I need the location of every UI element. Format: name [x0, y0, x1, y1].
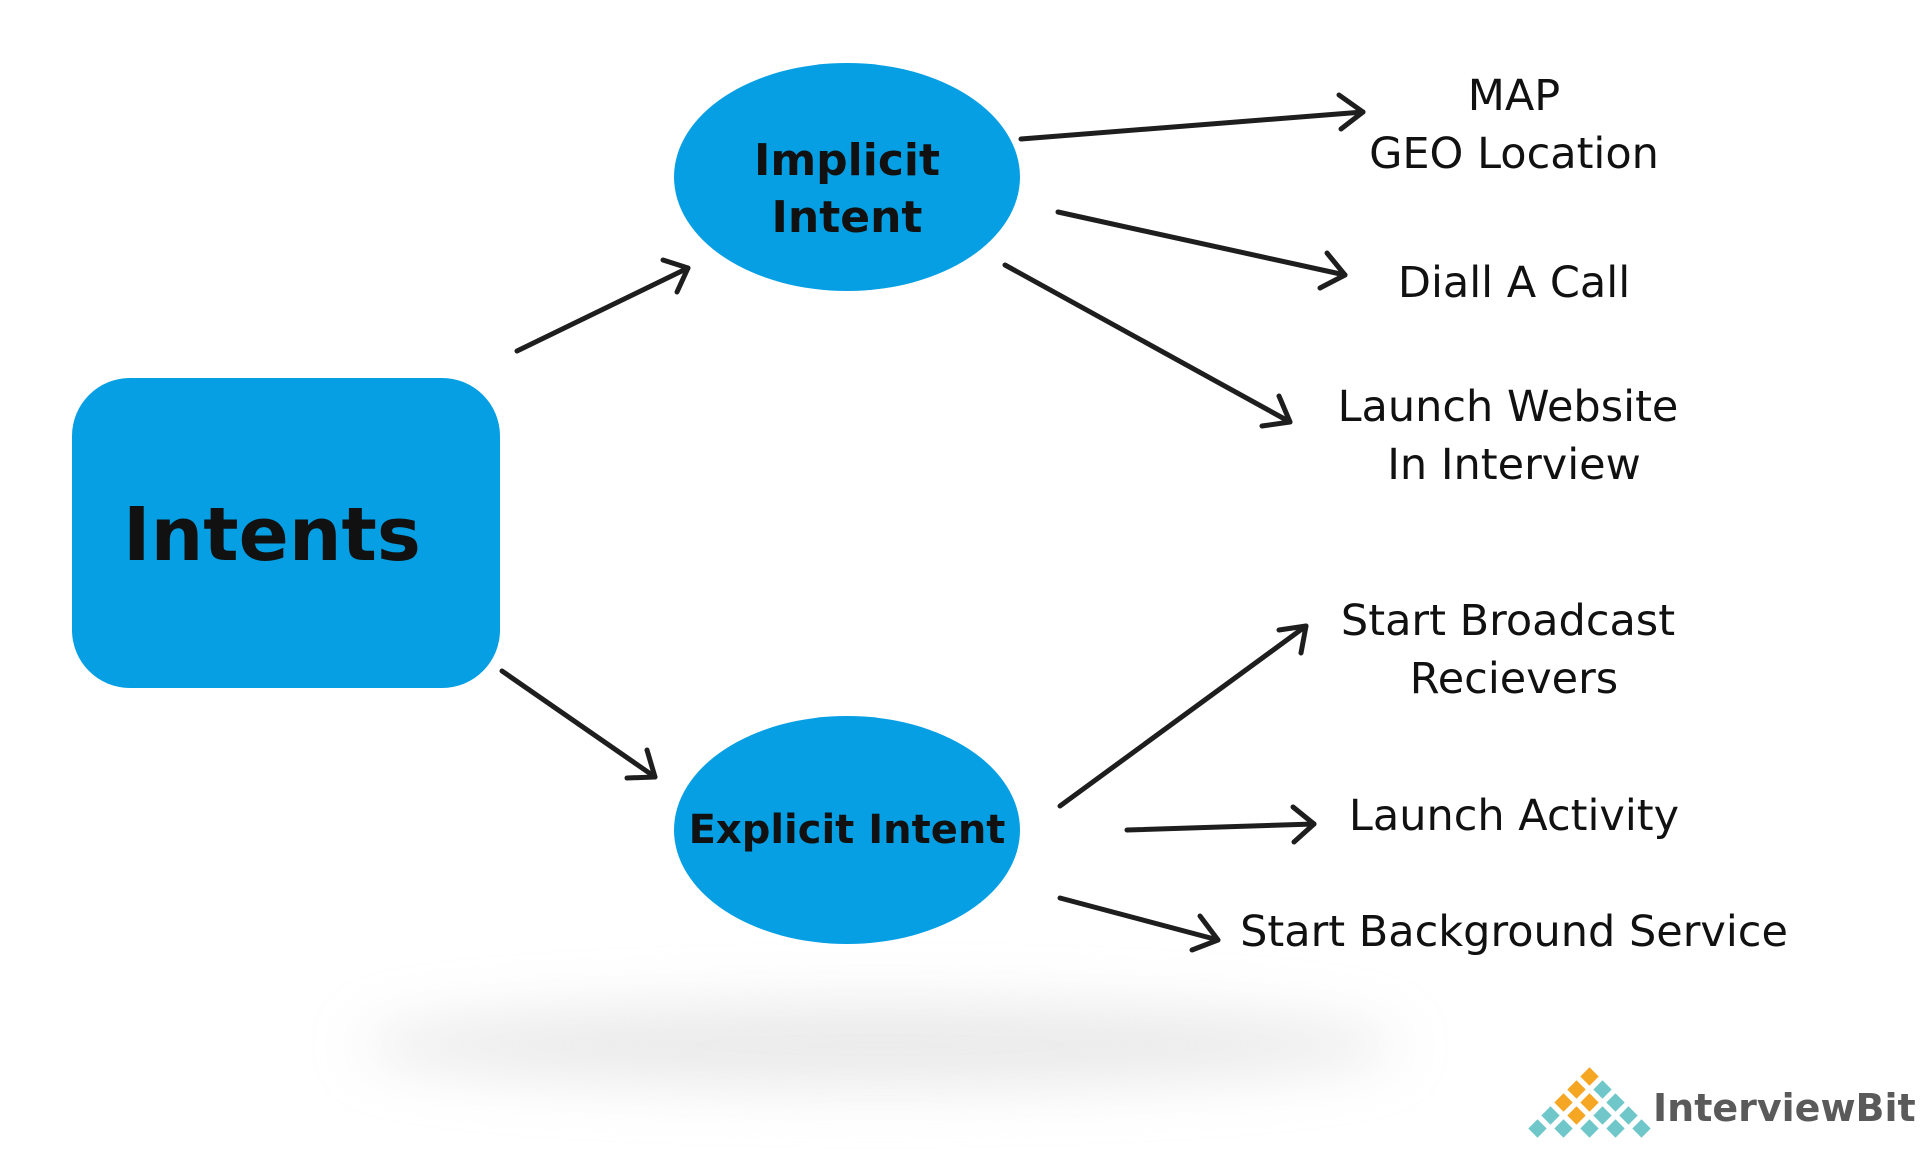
recievers-label: Recievers [1410, 654, 1618, 704]
arrow-implicit-to-call [1055, 209, 1348, 291]
interviewbit-logo: InterviewBit [1528, 1067, 1916, 1138]
start-background-service-label: Start Background Service [1240, 907, 1788, 957]
intents-label: Intents [123, 492, 421, 578]
launch-activity-label: Launch Activity [1349, 791, 1679, 841]
interviewbit-wordmark: InterviewBit [1653, 1086, 1916, 1130]
explicit-intent-node [674, 716, 1020, 944]
arrow-root-to-implicit [514, 257, 691, 354]
implicit-intent-label-line1: Implicit [754, 135, 940, 186]
arrow-implicit-to-website [1002, 262, 1293, 429]
geo-location-label: GEO Location [1369, 129, 1659, 179]
implicit-intent-node [674, 63, 1020, 291]
arrow-explicit-to-activity [1124, 804, 1317, 845]
interviewbit-logo-icon [1528, 1067, 1651, 1138]
launch-website-label: Launch Website [1338, 382, 1679, 432]
arrow-root-to-explicit [499, 668, 658, 781]
dial-call-label: Diall A Call [1398, 258, 1630, 308]
drop-shadow [360, 1003, 1400, 1087]
arrow-explicit-to-broadcast [1057, 623, 1309, 809]
arrow-explicit-to-service [1057, 895, 1221, 953]
implicit-intent-label-line2: Intent [772, 192, 923, 243]
intents-node [72, 378, 500, 688]
explicit-intent-label: Explicit Intent [689, 807, 1006, 853]
in-interview-label: In Interview [1387, 440, 1641, 490]
start-broadcast-label: Start Broadcast [1341, 596, 1675, 646]
arrow-implicit-to-map [1018, 92, 1366, 142]
map-label: MAP [1468, 71, 1560, 121]
